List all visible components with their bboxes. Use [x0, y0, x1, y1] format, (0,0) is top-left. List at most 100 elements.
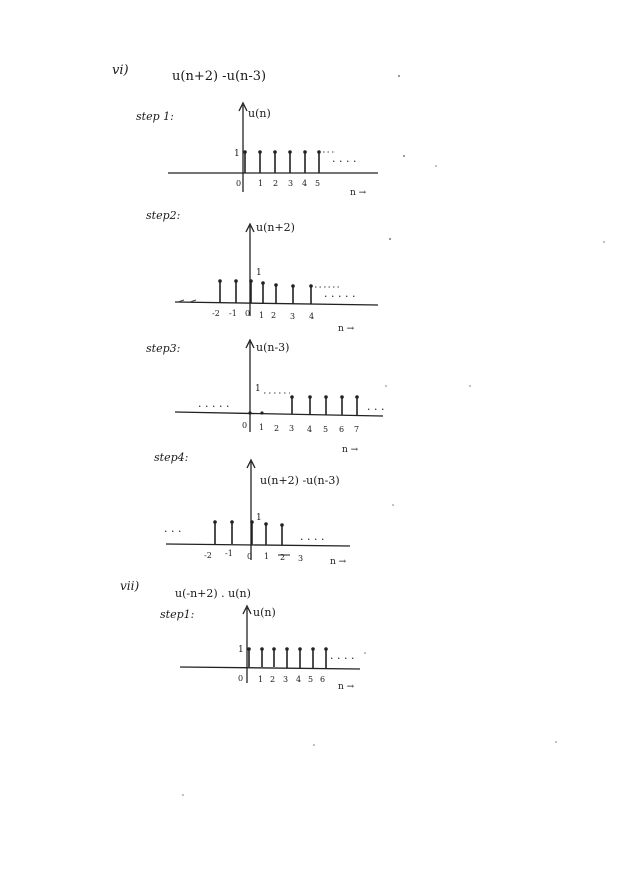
tick-label: 0 [238, 674, 243, 683]
step3-plot: step3: u(n-3) 1 · · · · · · · · 0 1 2 3 … [146, 338, 384, 455]
tick-label: 1 [259, 311, 264, 320]
stem-dot [288, 150, 292, 154]
tick-labels: -2 -1 0 1 2 3 4 [212, 309, 314, 321]
speck [182, 794, 184, 796]
signal-label: u(n) [253, 606, 276, 619]
n-axis [174, 301, 379, 306]
speck [469, 385, 471, 387]
speck [398, 75, 400, 77]
tick-label: 2 [280, 553, 285, 562]
n-axis [179, 666, 361, 670]
tick-labels: -2 -1 0 1 2 3 [204, 549, 303, 563]
tick-label: -1 [225, 549, 233, 558]
amplitude-label: 1 [238, 645, 244, 655]
axis-label: n → [330, 557, 347, 567]
stem-dot [274, 283, 278, 287]
speck [555, 741, 557, 743]
stem-dot [272, 647, 276, 651]
zero-dot [248, 411, 252, 415]
tick-label: 3 [298, 554, 303, 563]
stem-dot [298, 647, 302, 651]
stem-dot [311, 647, 315, 651]
stem-dot [234, 279, 238, 283]
stem-dot [258, 150, 262, 154]
tick-label: 1 [259, 423, 264, 432]
tick-label: 2 [271, 311, 276, 320]
stem-dot [249, 279, 253, 283]
n-axis [165, 543, 351, 547]
tick-label: 0 [245, 309, 250, 318]
tick-label: 4 [307, 425, 312, 434]
tick-label: -1 [229, 309, 237, 318]
continuation-dots: · · · · [300, 533, 324, 546]
step1-plot: step 1: u(n) 1 · · · · 0 1 2 3 4 5 n → [136, 101, 378, 198]
amplitude-label: 1 [255, 384, 261, 394]
zero-dot [260, 411, 264, 415]
step-label: step4: [154, 451, 188, 464]
step-label: step 1: [136, 110, 174, 123]
continuation-dots: · · · · [332, 155, 356, 168]
speck [385, 385, 387, 387]
tick-label: 6 [320, 675, 325, 684]
stem-dot [250, 520, 254, 524]
signal-label: u(n+2) [256, 221, 295, 234]
stem-dot [213, 520, 217, 524]
tick-label: 6 [339, 425, 344, 434]
tick-label: 7 [354, 425, 359, 434]
tick-label: 3 [283, 675, 288, 684]
tick-label: 1 [258, 675, 263, 684]
tick-label: 4 [302, 179, 307, 188]
left-axis-marks [177, 299, 197, 303]
problem-expression-vii: u(-n+2) . u(n) [175, 587, 251, 600]
amplitude-label: 1 [234, 149, 240, 159]
speck [435, 165, 437, 167]
continuation-dots: · · · · [330, 652, 354, 665]
tick-label: 0 [236, 179, 241, 188]
speck [313, 744, 315, 746]
continuation-dots: · · · [367, 403, 384, 416]
stem-dot [340, 395, 344, 399]
stem-dot [290, 395, 294, 399]
stem-samples [247, 647, 328, 668]
stem-dot [291, 284, 295, 288]
amplitude-label: 1 [256, 268, 262, 278]
vii-step1-plot: step1: u(n) 1 · · · · 0 1 2 3 4 5 6 n → [160, 604, 361, 692]
continuation-dots: · · · · · [324, 290, 355, 303]
problem-number-vi: vi) [112, 63, 129, 78]
stem-dot [308, 395, 312, 399]
n-axis [174, 411, 384, 417]
tick-label: 3 [289, 424, 294, 433]
stem-samples [290, 395, 359, 416]
axis-arrow-icon [245, 222, 255, 233]
axis-label: n → [342, 445, 359, 455]
stem-dot [260, 647, 264, 651]
tick-label: -2 [204, 551, 212, 560]
problem-expression-vi: u(n+2) -u(n-3) [172, 69, 266, 84]
tick-label: 4 [309, 312, 314, 321]
stem-dot [247, 647, 251, 651]
signal-label: u(n) [248, 107, 271, 120]
axis-arrow-icon [242, 604, 252, 615]
speck [403, 155, 405, 157]
stem-dot [243, 150, 247, 154]
axis-label: n → [338, 324, 355, 334]
stem-dot [355, 395, 359, 399]
stem-dot [309, 284, 313, 288]
speck [603, 241, 605, 243]
stem-dot [264, 522, 268, 526]
tick-label: 5 [323, 425, 328, 434]
speck [364, 652, 366, 654]
amplitude-label: 1 [256, 513, 262, 523]
step4-plot: step4: u(n+2) -u(n-3) 1 · · · · · · · -2… [154, 451, 351, 567]
stem-dot [218, 279, 222, 283]
tick-label: 5 [315, 179, 320, 188]
stem-samples [243, 150, 321, 173]
tick-labels: 0 1 2 3 4 5 [236, 179, 320, 188]
tick-labels: 0 1 2 3 4 5 6 7 [242, 421, 359, 434]
problem-number-vii: vii) [120, 579, 139, 593]
tick-label: 0 [247, 552, 252, 561]
step-label: step3: [146, 342, 180, 355]
tick-label: 1 [258, 179, 263, 188]
stem-dot [303, 150, 307, 154]
